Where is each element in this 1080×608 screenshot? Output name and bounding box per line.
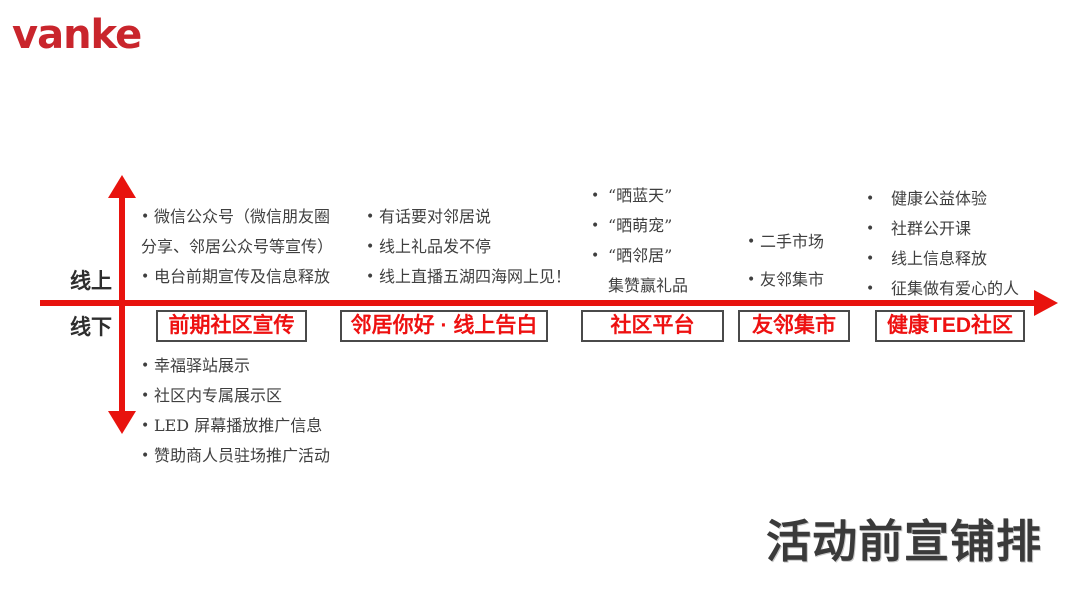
bullet-dot-icon: • [366,269,375,285]
bullet-item: •幸福驿站展示 [141,351,330,381]
bullet-dot-icon: • [591,248,600,264]
bullet-item: • 征集做有爱心的人 [866,274,1019,304]
bullet-dot-icon: • [866,191,875,207]
stage-box-shequ-pingtai: 社区平台 [581,310,724,342]
vanke-logo: vanke [12,12,142,58]
bullet-dot-icon: • [866,221,875,237]
bullet-text: 线上直播五湖四海网上见！ [379,267,572,286]
bullet-text: 分享、邻居公众号等宣传） [141,237,334,256]
bullet-text: 健康公益体验 [891,189,988,208]
bullet-item: • “晒邻居” [591,241,688,271]
online-axis-label: 线上 [70,270,112,293]
bullet-item: •微信公众号（微信朋友圈 [141,202,333,232]
bullet-dot-icon: • [747,272,756,288]
bullet-text: 二手市场 [760,232,825,251]
bullet-text: 社区内专属展示区 [154,386,283,405]
bullet-dot-icon: • [141,388,150,404]
bullet-item: •分享、邻居公众号等宣传） [141,232,333,262]
bullet-text: 友邻集市 [760,270,825,289]
bullet-item: • “晒萌宠” [591,211,688,241]
stage-box-qianqi-shequ-xuanchuan: 前期社区宣传 [156,310,307,342]
bullet-dot-icon: • [591,218,600,234]
vertical-axis-line [119,194,125,414]
offline-axis-label: 线下 [70,316,112,339]
online-list-stage-3: • “晒蓝天” • “晒萌宠” • “晒邻居” •集赞赢礼品 [591,181,688,300]
bullet-text: 电台前期宣传及信息释放 [154,267,331,286]
bullet-item: •社区内专属展示区 [141,381,330,411]
bullet-dot-icon: • [866,251,875,267]
right-arrowhead-icon [1034,290,1058,316]
bullet-item: • 线上信息释放 [866,244,1019,274]
bullet-dot-icon: • [366,239,375,255]
bullet-dot-icon: • [866,281,875,297]
stage-box-jiankang-ted: 健康TED社区 [875,310,1025,342]
bullet-text: “晒邻居” [608,246,673,265]
bullet-text: 线上信息释放 [891,249,988,268]
bullet-item: •有话要对邻居说 [366,202,571,232]
bullet-item: • “晒蓝天” [591,181,688,211]
bullet-dot-icon: • [366,209,375,225]
page-title: 活动前宣铺排 [766,516,1043,567]
bullet-text: LED 屏幕播放推广信息 [154,416,323,435]
bullet-item: • 健康公益体验 [866,184,1019,214]
bullet-text: 线上礼品发不停 [379,237,492,256]
online-list-stage-5: • 健康公益体验 • 社群公开课 • 线上信息释放 • 征集做有爱心的人 [866,184,1019,304]
bullet-text: 有话要对邻居说 [379,207,492,226]
bullet-dot-icon: • [141,358,150,374]
bullet-item: •集赞赢礼品 [591,271,688,300]
online-list-stage-2: •有话要对邻居说•线上礼品发不停•线上直播五湖四海网上见！ [366,202,571,292]
online-list-stage-1: •微信公众号（微信朋友圈•分享、邻居公众号等宣传）•电台前期宣传及信息释放 [141,202,333,292]
stage-box-linju-nihao: 邻居你好 · 线上告白 [340,310,548,342]
bullet-text: 集赞赢礼品 [608,276,689,295]
bullet-dot-icon: • [591,188,600,204]
bullet-dot-icon: • [141,448,150,464]
bullet-item: •线上直播五湖四海网上见！ [366,262,571,292]
up-arrowhead-icon [108,175,136,198]
stage-box-youlin-jishi: 友邻集市 [738,310,850,342]
bullet-item: •电台前期宣传及信息释放 [141,262,333,292]
bullet-text: “晒蓝天” [608,186,673,205]
bullet-dot-icon: • [141,269,150,285]
bullet-text: 征集做有爱心的人 [891,279,1020,298]
offline-list-stage-1: •幸福驿站展示•社区内专属展示区•LED 屏幕播放推广信息•赞助商人员驻场推广活… [141,351,330,471]
bullet-item: •赞助商人员驻场推广活动 [141,441,330,471]
bullet-item: •友邻集市 [747,261,824,299]
bullet-text: 微信公众号（微信朋友圈 [154,207,331,226]
bullet-dot-icon: • [141,418,150,434]
bullet-text: 赞助商人员驻场推广活动 [154,446,331,465]
bullet-text: “晒萌宠” [608,216,673,235]
bullet-item: •LED 屏幕播放推广信息 [141,411,330,441]
bullet-item: •二手市场 [747,223,824,261]
bullet-dot-icon: • [747,234,756,250]
bullet-text: 社群公开课 [891,219,972,238]
bullet-text: 幸福驿站展示 [154,356,251,375]
down-arrowhead-icon [108,411,136,434]
bullet-item: • 社群公开课 [866,214,1019,244]
online-list-stage-4: •二手市场•友邻集市 [747,223,824,299]
bullet-dot-icon: • [141,209,150,225]
bullet-item: •线上礼品发不停 [366,232,571,262]
horizontal-axis-line [40,300,1038,306]
